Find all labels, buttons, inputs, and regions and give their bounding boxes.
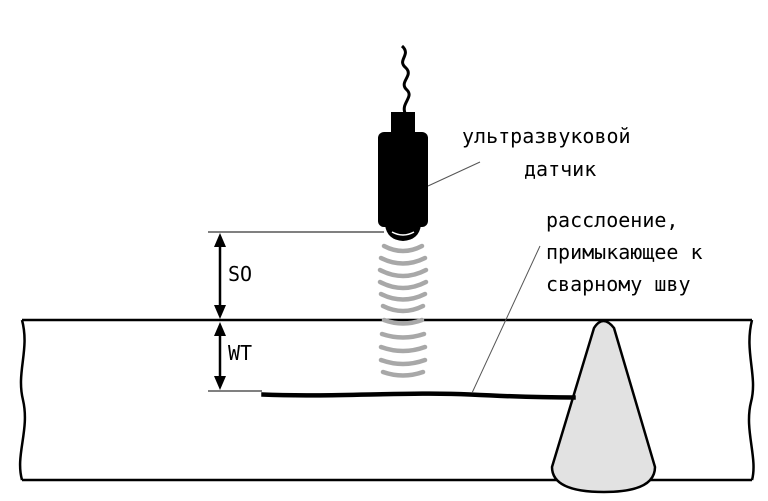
defect-leader-line bbox=[471, 245, 541, 394]
plate-right-break bbox=[747, 319, 755, 481]
sensor-cable bbox=[400, 44, 411, 114]
so-arrow-down bbox=[214, 305, 226, 319]
wave-arc bbox=[378, 357, 428, 367]
wave-arc bbox=[380, 369, 426, 378]
weld-seam bbox=[550, 319, 657, 494]
sensor-body bbox=[378, 132, 428, 227]
wt-arrow-up bbox=[214, 322, 226, 336]
wall-thickness-label: WT bbox=[228, 341, 252, 365]
wave-arc bbox=[378, 255, 428, 266]
ultrasonic-sensor bbox=[378, 112, 428, 241]
plate-left-break bbox=[18, 319, 27, 481]
wave-arc bbox=[381, 243, 425, 254]
sensor-tip bbox=[385, 225, 421, 241]
sensor-label-line2: датчик bbox=[524, 157, 596, 181]
wave-arc bbox=[377, 279, 429, 291]
sensor-tip-highlight bbox=[391, 231, 415, 236]
wave-arc bbox=[378, 291, 428, 302]
wave-arc bbox=[378, 344, 428, 354]
sensor-connector bbox=[391, 112, 415, 134]
standoff-label: SO bbox=[228, 262, 252, 286]
defect-label-line1: расслоение, bbox=[546, 208, 678, 232]
sensor-label-line1: ультразвуковой bbox=[462, 124, 631, 148]
so-arrow-up bbox=[214, 233, 226, 247]
ultrasonic-waves bbox=[377, 243, 429, 378]
wave-arc bbox=[380, 303, 426, 314]
wave-arc bbox=[381, 317, 425, 326]
wave-arc bbox=[379, 331, 427, 340]
lamination-defect bbox=[261, 391, 576, 400]
wt-arrow-down bbox=[214, 376, 226, 390]
sensor-leader-line bbox=[427, 161, 481, 187]
defect-label-line3: сварному шву bbox=[546, 272, 691, 296]
wave-arc bbox=[377, 267, 429, 279]
dimension-lines bbox=[208, 231, 384, 392]
defect-label-line2: примыкающее к bbox=[546, 240, 703, 264]
